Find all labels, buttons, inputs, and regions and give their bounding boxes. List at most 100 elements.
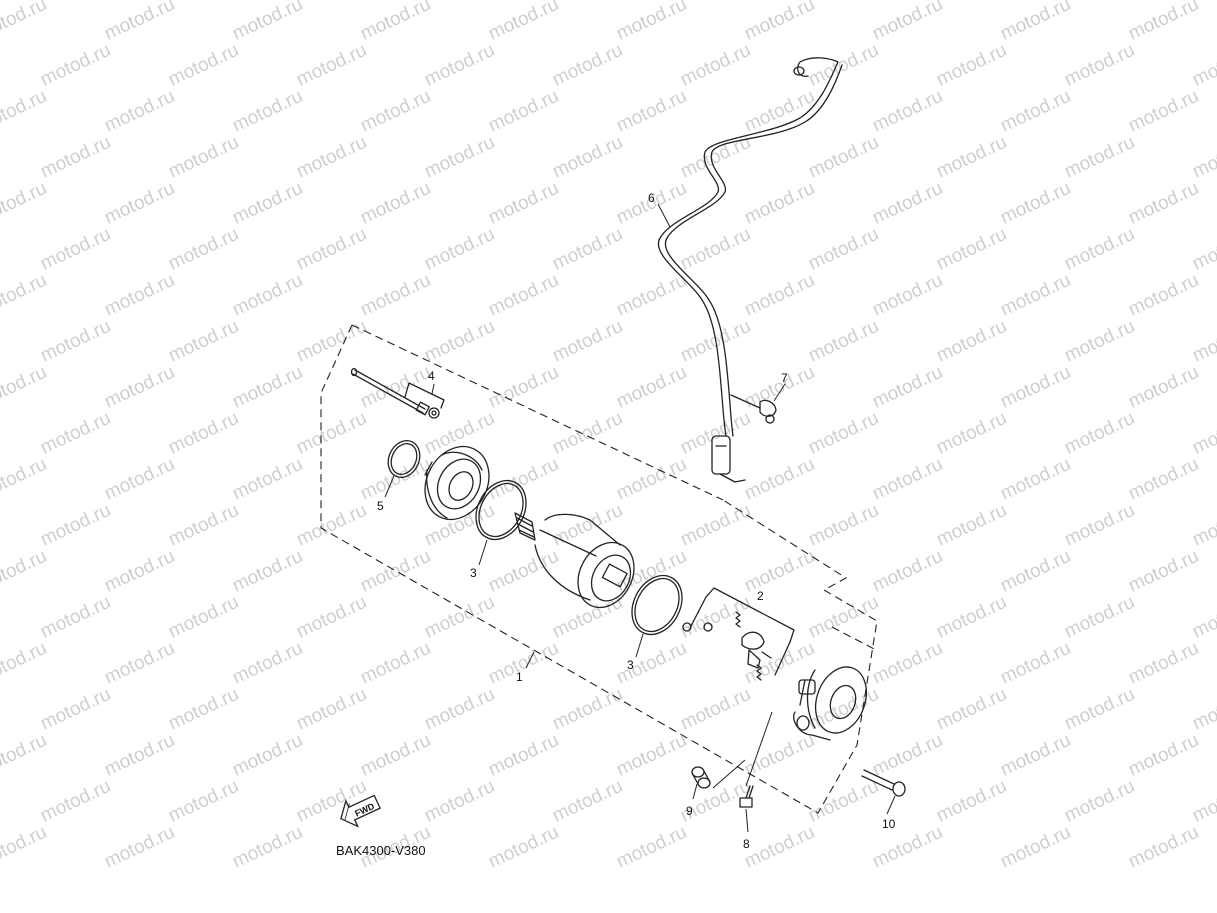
watermark-text: motod.ru — [933, 408, 1010, 459]
watermark-text: motod.ru — [1125, 362, 1202, 413]
watermark-text: motod.ru — [805, 500, 882, 551]
leader-4 — [404, 382, 445, 409]
watermark-text: motod.ru — [101, 638, 178, 689]
watermark-text: motod.ru — [37, 500, 114, 551]
part-label-8: 8 — [743, 837, 750, 851]
watermark-text: motod.ru — [0, 730, 50, 781]
watermark-text: motod.ru — [1061, 592, 1138, 643]
leader-lines — [384, 203, 896, 833]
watermark-text: motod.ru — [1125, 0, 1202, 45]
watermark-text: motod.ru — [869, 86, 946, 137]
watermark-text: motod.ru — [357, 270, 434, 321]
watermark-text: motod.ru — [485, 0, 562, 45]
watermark-text: motod.ru — [805, 776, 882, 827]
part-label-6: 6 — [648, 191, 655, 205]
watermark-text: motod.ru — [0, 546, 50, 597]
part-label-7: 7 — [781, 371, 788, 385]
watermark-text: motod.ru — [549, 224, 626, 275]
watermark-text: motod.ru — [997, 638, 1074, 689]
leader-2 — [705, 587, 795, 643]
watermark-text: motod.ru — [421, 776, 498, 827]
watermark-text: motod.ru — [997, 270, 1074, 321]
watermark-text: motod.ru — [165, 500, 242, 551]
watermark-text: motod.ru — [1125, 730, 1202, 781]
watermark-text: motod.ru — [997, 178, 1074, 229]
through-bolt — [350, 367, 440, 419]
watermark-text: motod.ru — [229, 0, 306, 45]
watermark-text: motod.ru — [1125, 822, 1202, 873]
part-label-3b: 3 — [627, 658, 634, 672]
watermark-text: motod.ru — [229, 454, 306, 505]
watermark-text: motod.ru — [741, 0, 818, 45]
watermark-text: motod.ru — [613, 730, 690, 781]
watermark-text: motod.ru — [421, 316, 498, 367]
watermark-text: motod.ru — [677, 408, 754, 459]
watermark-text: motod.ru — [549, 776, 626, 827]
watermark-text: motod.ru — [613, 638, 690, 689]
watermark-text: motod.ru — [613, 0, 690, 45]
watermark-text: motod.ru — [37, 132, 114, 183]
watermark-text: motod.ru — [293, 40, 370, 91]
watermark-text: motod.ru — [293, 592, 370, 643]
watermark-text: motod.ru — [677, 592, 754, 643]
part-label-3a: 3 — [470, 566, 477, 580]
watermark-text: motod.ru — [229, 178, 306, 229]
watermark-text: motod.ru — [1061, 132, 1138, 183]
watermark-text: motod.ru — [165, 776, 242, 827]
watermark-text: motod.ru — [677, 40, 754, 91]
watermark-text: motod.ru — [1125, 270, 1202, 321]
watermark-text: motod.ru — [741, 86, 818, 137]
watermark-text: motod.ru — [101, 270, 178, 321]
rear-cover — [793, 666, 868, 741]
watermark-text: motod.ru — [0, 178, 50, 229]
watermark-text: motod.ru — [805, 224, 882, 275]
brush-holder-set — [682, 611, 772, 681]
watermark-text: motod.ru — [741, 638, 818, 689]
watermark-text: motod.ru — [613, 454, 690, 505]
watermark-text: motod.ru — [933, 684, 1010, 735]
watermark-text: motod.ru — [229, 86, 306, 137]
watermark-text: motod.ru — [677, 776, 754, 827]
watermark-text: motod.ru — [1061, 40, 1138, 91]
watermark-text: motod.ru — [421, 684, 498, 735]
watermark-text: motod.ru — [293, 316, 370, 367]
watermark-text: motod.ru — [1189, 592, 1217, 643]
watermark-text: motod.ru — [933, 132, 1010, 183]
watermark-text: motod.ru — [613, 362, 690, 413]
watermark-text: motod.ru — [0, 454, 50, 505]
watermark-text: motod.ru — [1189, 316, 1217, 367]
watermark-text: motod.ru — [613, 822, 690, 873]
clamp-7 — [730, 394, 777, 424]
watermark-text: motod.ru — [485, 638, 562, 689]
watermark-text: motod.ru — [485, 178, 562, 229]
watermark-text: motod.ru — [1125, 546, 1202, 597]
watermark-text: motod.ru — [613, 86, 690, 137]
watermark-text: motod.ru — [165, 224, 242, 275]
watermark-text: motod.ru — [805, 132, 882, 183]
watermark-text: motod.ru — [805, 408, 882, 459]
watermark-text: motod.ru — [805, 40, 882, 91]
watermark-text: motod.ru — [741, 178, 818, 229]
watermark-text: motod.ru — [869, 178, 946, 229]
watermark-text: motod.ru — [293, 132, 370, 183]
watermark-text: motod.ru — [485, 730, 562, 781]
watermark-text: motod.ru — [0, 0, 50, 45]
screw-8 — [739, 785, 754, 808]
watermark-text: motod.ru — [165, 408, 242, 459]
watermark-text: motod.ru — [549, 408, 626, 459]
watermark-text: motod.ru — [549, 40, 626, 91]
watermark-text: motod.ru — [101, 454, 178, 505]
watermark-text: motod.ru — [229, 730, 306, 781]
watermark-text: motod.ru — [997, 362, 1074, 413]
watermark-text: motod.ru — [229, 270, 306, 321]
watermark-text: motod.ru — [293, 684, 370, 735]
watermark-text: motod.ru — [293, 224, 370, 275]
watermark-text: motod.ru — [1061, 776, 1138, 827]
watermark-text: motod.ru — [357, 730, 434, 781]
watermark-text: motod.ru — [0, 638, 50, 689]
watermark-text: motod.ru — [997, 86, 1074, 137]
watermark-text: motod.ru — [0, 270, 50, 321]
motor-body — [514, 512, 635, 609]
